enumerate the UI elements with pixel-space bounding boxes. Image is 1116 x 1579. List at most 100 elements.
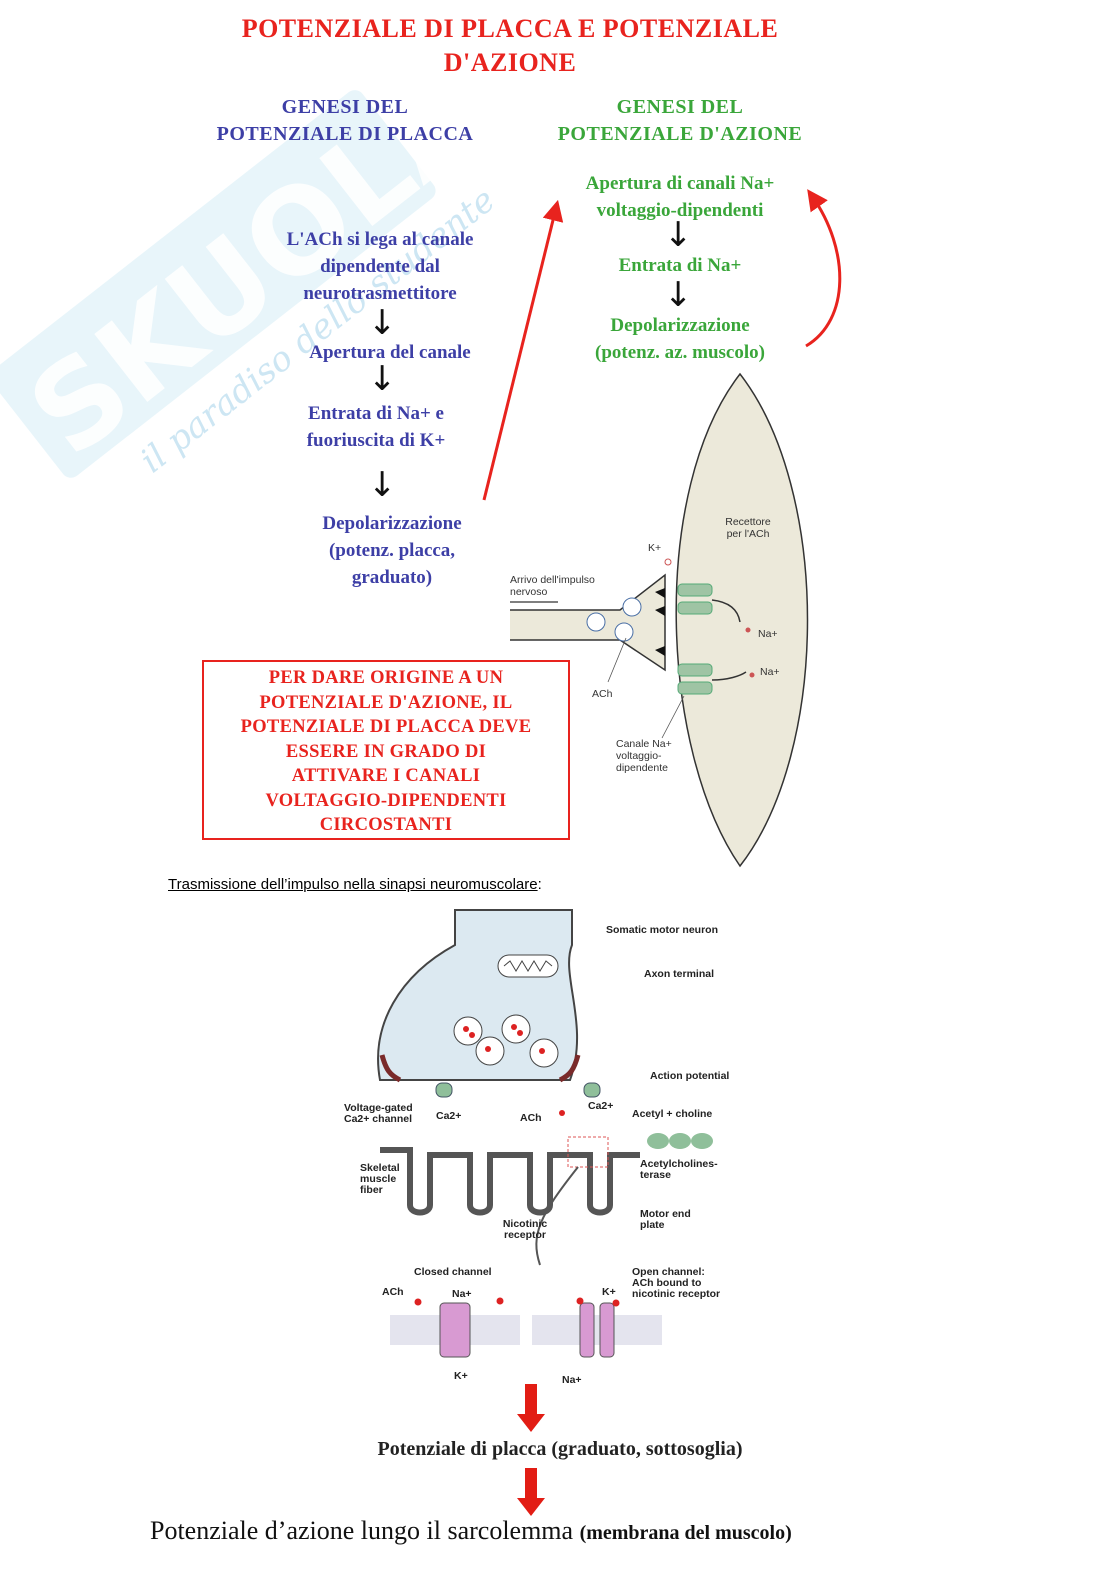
label-ca-left: Ca2+ — [436, 1110, 462, 1122]
down-arrow-icon: ↓ — [368, 359, 397, 399]
ach-dot — [469, 1032, 475, 1038]
warning-line-3: POTENZIALE DI PLACCA DEVE — [240, 717, 532, 737]
left-step-3: Entrata di Na+ e fuoriuscita di K+ — [246, 400, 506, 454]
label-open-channel: Open channel: ACh bound to nicotinic rec… — [632, 1267, 720, 1300]
page-title: POTENZIALE DI PLACCA E POTENZIALE D'AZIO… — [150, 12, 870, 80]
down-arrow-icon: ↓ — [664, 275, 693, 315]
label-recettore-line-2: per l'ACh — [726, 528, 770, 540]
label-na-2: Na+ — [760, 666, 780, 678]
label-closed-channel: Closed channel — [414, 1266, 492, 1278]
warning-box: PER DARE ORIGINE A UN POTENZIALE D'AZION… — [202, 660, 570, 840]
down-arrow-icon: ↓ — [664, 215, 693, 255]
right-step-2-line-1: Entrata di Na+ — [618, 255, 742, 276]
ach-dot — [511, 1024, 517, 1030]
mitochondrion — [497, 954, 559, 978]
warning-line-4: ESSERE IN GRADO DI — [285, 741, 487, 762]
label-recettore-line-1: Recettore — [725, 516, 771, 528]
ach-receptor — [677, 601, 713, 615]
ach-dot — [414, 1298, 422, 1306]
na-ion — [749, 672, 755, 678]
label-arrivo: Arrivo dell'impulso nervoso — [510, 574, 595, 598]
na-ion — [745, 627, 751, 633]
label-skeletal-line-1: Skeletal — [360, 1162, 400, 1174]
warning-line-7: CIRCOSTANTI — [319, 815, 453, 835]
right-step-3: Depolarizzazione (potenz. az. muscolo) — [530, 312, 830, 366]
right-step-1-line-2: voltaggio-dipendenti — [596, 200, 764, 221]
down-arrow-icon: ↓ — [368, 465, 397, 505]
label-canale-line-2: voltaggio- — [616, 750, 662, 762]
release-site — [655, 606, 665, 616]
label-voltage-gated: Voltage-gated Ca2+ channel — [344, 1103, 413, 1125]
action-potential-band — [558, 1054, 581, 1083]
action-potential-band — [379, 1054, 402, 1083]
label-k-plus-bottom: K+ — [454, 1370, 468, 1382]
label-canale-line-3: dipendente — [616, 762, 668, 774]
label-axon-terminal: Axon terminal — [644, 968, 715, 980]
result-line-2-main: Potenziale d’azione lungo il sarcolemma — [150, 1516, 574, 1545]
down-arrow-icon: ↓ — [368, 303, 397, 343]
label-somatic-motor-neuron: Somatic motor neuron — [606, 924, 719, 936]
label-arrivo-line-2: nervoso — [510, 586, 548, 598]
label-motor-end-plate: Motor end plate — [640, 1209, 691, 1231]
red-arrow-loop — [805, 189, 842, 348]
left-step-4-line-2: (potenz. placca, — [328, 540, 456, 561]
right-heading-line-1: GENESI DEL — [616, 96, 744, 118]
label-open-line-1: Open channel: — [632, 1266, 705, 1278]
ache-enzyme — [669, 1133, 691, 1149]
label-voltage-gated-line-1: Voltage-gated — [344, 1102, 413, 1114]
left-step-4-line-1: Depolarizzazione — [322, 513, 462, 534]
nicotinic-closed-channel — [439, 1302, 471, 1358]
right-heading-line-2: POTENZIALE D'AZIONE — [557, 123, 803, 145]
synapse-illustration-2 — [377, 909, 713, 1358]
ca-channel — [583, 1082, 601, 1098]
mitochondrion-cristae — [503, 960, 553, 972]
section-caption: Trasmissione dell’impulso nella sinapsi … — [168, 876, 542, 894]
right-step-1: Apertura di canali Na+ voltaggio-dipende… — [530, 170, 830, 224]
postsynaptic-membrane — [380, 1147, 640, 1216]
label-recettore: Recettore per l'ACh — [708, 516, 788, 540]
red-flow-arrows — [482, 189, 842, 501]
label-na-plus: Na+ — [452, 1288, 472, 1300]
label-open-line-3: nicotinic receptor — [632, 1288, 721, 1300]
label-skeletal-line-3: fiber — [360, 1184, 383, 1196]
ach-dot — [485, 1046, 491, 1052]
left-step-1: L'ACh si lega al canale dipendente dal n… — [240, 226, 520, 307]
zoom-arrow — [535, 1166, 579, 1266]
label-canale-line-1: Canale Na+ — [616, 738, 672, 750]
ach-dot — [539, 1048, 545, 1054]
ca-channel — [435, 1082, 453, 1098]
vesicle — [614, 622, 634, 642]
label-ach: ACh — [592, 688, 613, 700]
label-endplate-line-2: plate — [640, 1219, 665, 1231]
label-acetylcholinesterase: Acetylcholines- terase — [640, 1159, 718, 1181]
warning-line-2: POTENZIALE D'AZIONE, IL — [259, 692, 513, 713]
left-heading: GENESI DEL POTENZIALE DI PLACCA — [180, 94, 510, 148]
right-step-3-line-2: (potenz. az. muscolo) — [595, 342, 765, 363]
label-voltage-gated-line-2: Ca2+ channel — [344, 1113, 412, 1125]
right-heading: GENESI DEL POTENZIALE D'AZIONE — [520, 94, 840, 148]
arrow-na-in-2 — [711, 671, 747, 681]
ach-dot — [517, 1030, 523, 1036]
left-step-3-line-2: fuoriuscita di K+ — [306, 430, 446, 451]
nicotinic-open-channel-right — [599, 1302, 615, 1358]
left-step-4-line-3: graduato) — [351, 567, 433, 588]
label-nicotinic-receptor: Nicotinic receptor — [490, 1219, 560, 1241]
left-step-1-line-2: dipendente dal — [320, 256, 440, 277]
label-canale: Canale Na+ voltaggio- dipendente — [616, 738, 672, 774]
label-arrivo-line-1: Arrivo dell'impulso — [510, 574, 595, 586]
right-step-2: Entrata di Na+ — [530, 252, 830, 279]
label-skeletal-line-2: muscle — [360, 1173, 397, 1185]
muscle-fiber-shape — [675, 372, 809, 868]
red-down-arrow-icon — [517, 1384, 545, 1432]
label-skeletal-muscle-fiber: Skeletal muscle fiber — [360, 1163, 400, 1196]
ache-enzyme — [691, 1133, 713, 1149]
synapse-diagram-1: Recettore per l'ACh K+ Arrivo dell'impul… — [500, 370, 820, 870]
label-endplate-line-1: Motor end — [640, 1208, 691, 1220]
result-line-1: Potenziale di placca (graduato, sottosog… — [377, 1438, 743, 1460]
zoom-box — [567, 1136, 609, 1168]
membrane-open — [532, 1315, 662, 1345]
na-channel — [677, 681, 713, 695]
left-step-4: Depolarizzazione (potenz. placca, gradua… — [262, 510, 522, 591]
warning-line-6: VOLTAGGIO-DIPENDENTI — [265, 790, 507, 811]
ach-receptor — [677, 583, 713, 597]
